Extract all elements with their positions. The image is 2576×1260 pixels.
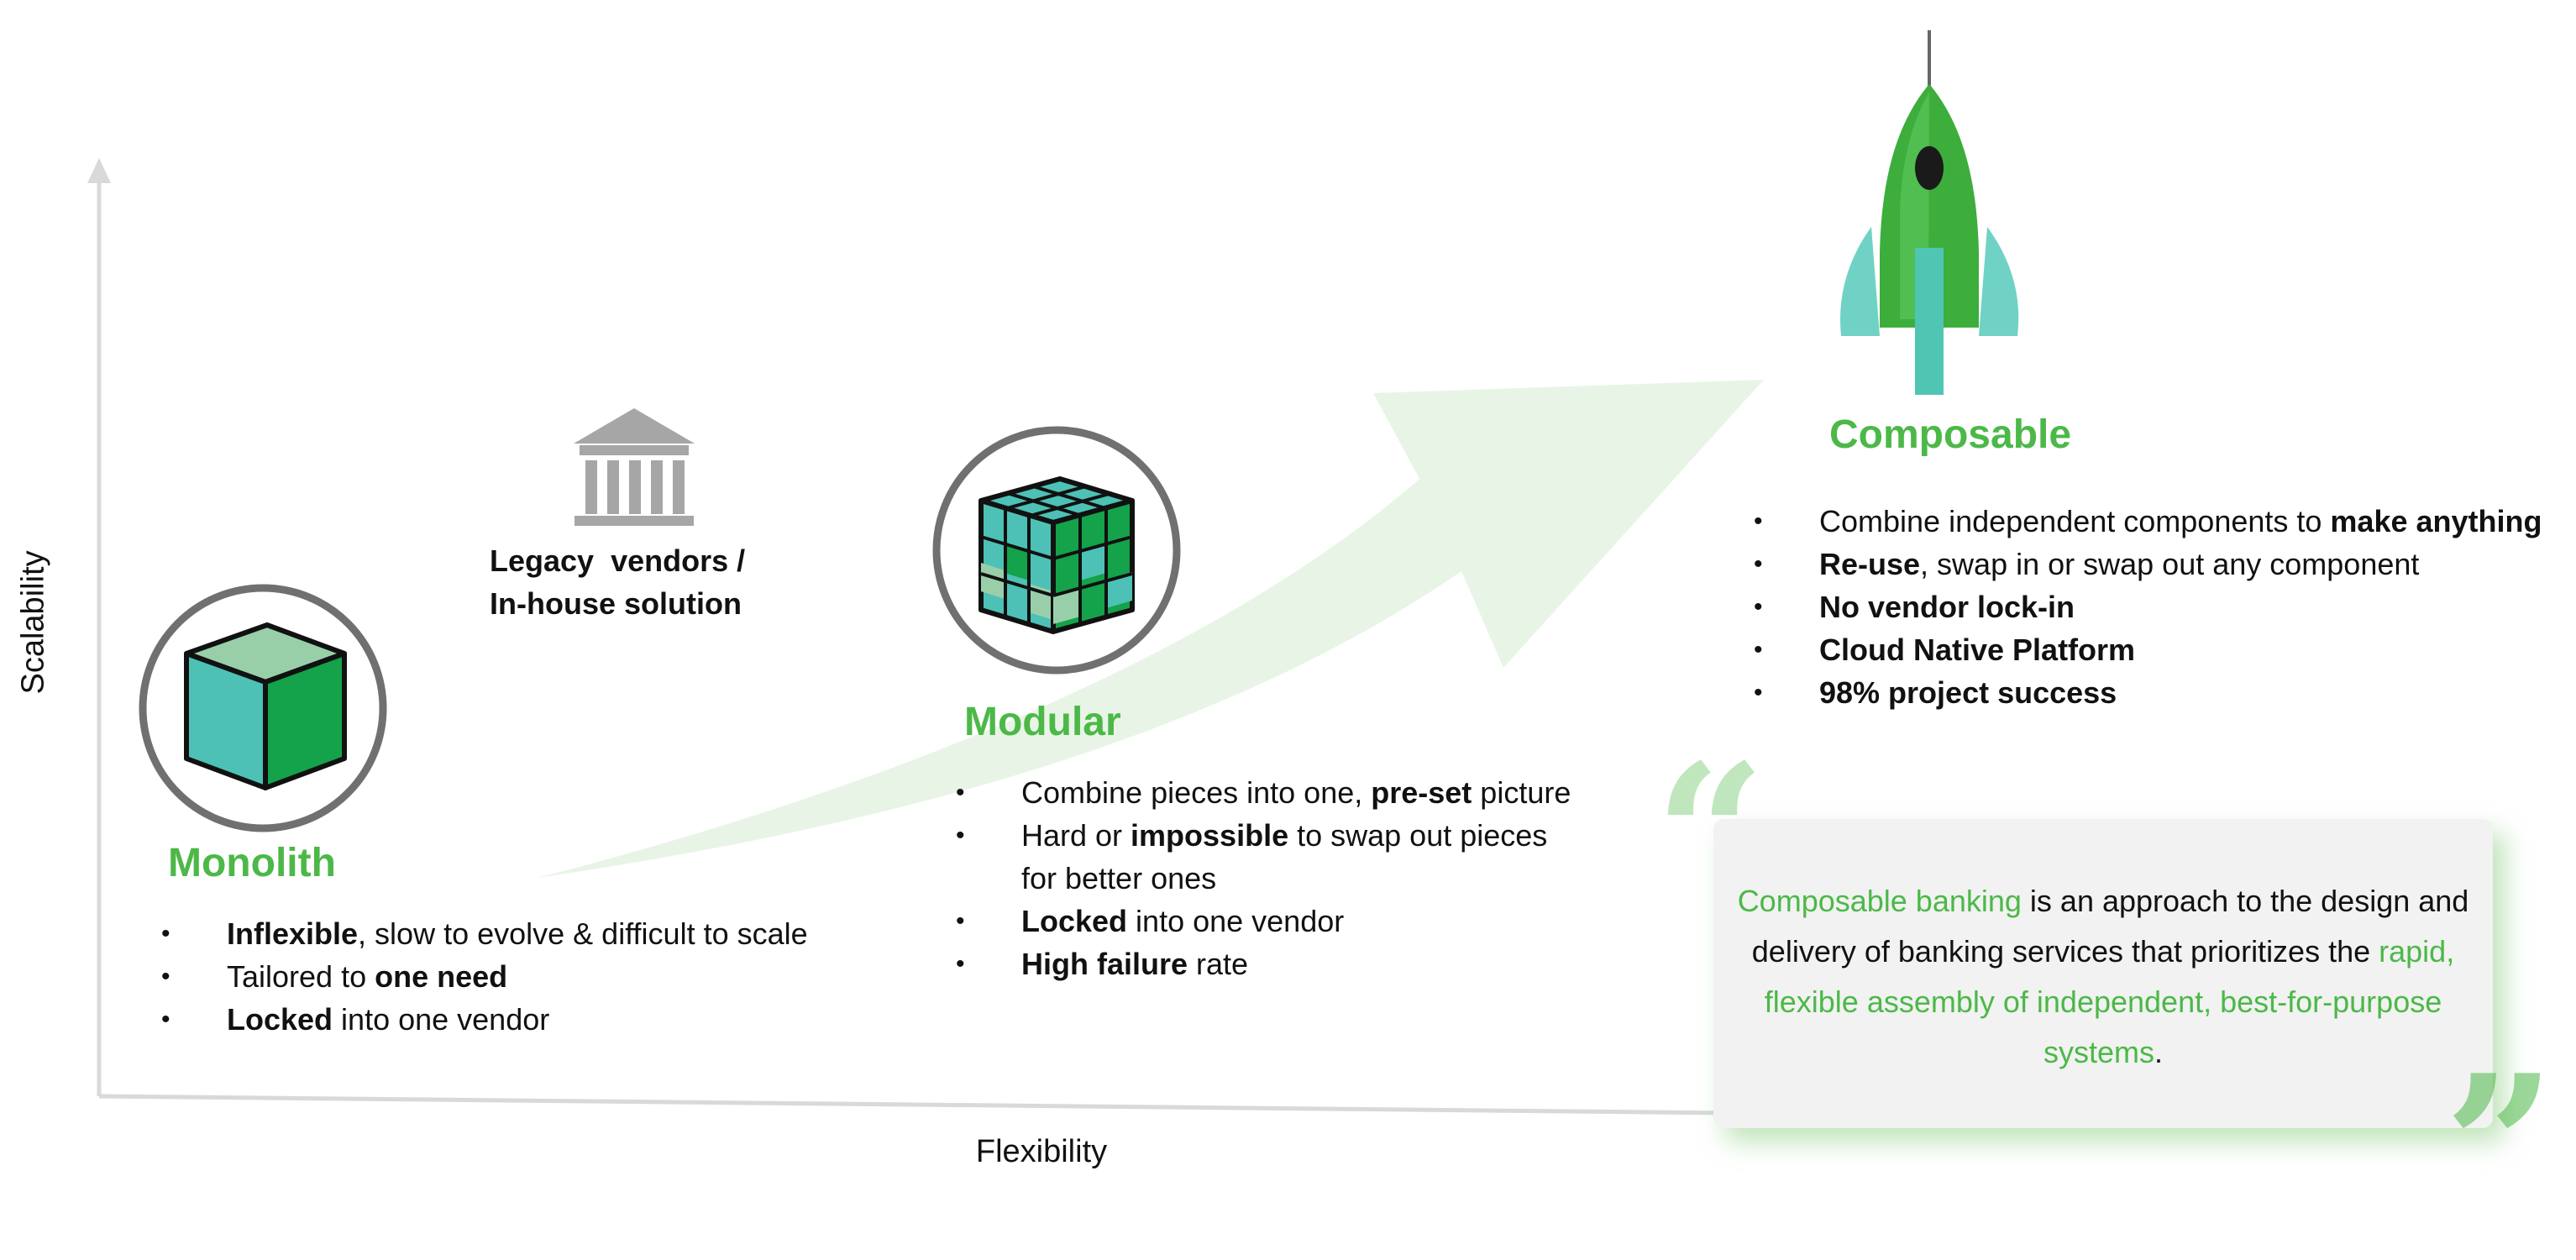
definition-quote-text: Composable banking is an approach to the… [1730,876,2476,1078]
list-item: 98% project success [1754,671,2573,714]
bullet-bold: Locked [227,1002,333,1037]
bullet-bold: impossible [1131,818,1289,853]
bank-building-icon [574,408,695,526]
bullet-bold: 98% project success [1819,675,2117,710]
bullet-bold: pre-set [1371,775,1472,810]
open-quote-icon: “ [1655,722,1766,949]
bullet-text: Combine pieces into one, [1021,775,1372,810]
legacy-label: Legacy vendors / In-house solution [490,539,792,625]
x-axis [98,1094,1731,1116]
quote-highlight: Composable banking [1737,884,2022,918]
bullet-bold: No vendor lock-in [1819,590,2075,624]
bullet-bold: Inflexible [227,916,359,951]
bullet-text: into one vendor [1127,904,1345,938]
bullet-bold: Re-use [1819,547,1921,581]
list-item: Cloud Native Platform [1754,628,2573,671]
composable-title: Composable [1829,412,2072,457]
y-axis-label: Scalability [15,550,51,695]
close-quote-icon: ” [2444,1033,2556,1260]
monolith-title: Monolith [168,841,336,885]
list-item: Inflexible, slow to evolve & difficult t… [161,912,917,955]
legacy-line-1: Legacy vendors / [490,543,746,578]
composable-bullets: Combine independent components to make a… [1754,500,2573,714]
bullet-text: rate [1188,947,1249,981]
quote-text: is an approach to the design and deliver… [1751,884,2469,969]
bullet-text: to swap out pieces for better ones [1021,818,1548,895]
y-axis-arrowhead [87,158,111,183]
list-item: High failure rate [956,942,1628,985]
list-item: Locked into one vendor [161,998,917,1041]
quote-highlight: rapid, flexible assembly of independent,… [1764,934,2455,1069]
bullet-text: Combine independent components to [1819,504,2331,538]
list-item: Combine pieces into one, pre-set picture [956,771,1628,814]
list-item: Combine independent components to make a… [1754,500,2573,543]
bullet-bold: Locked [1021,904,1128,938]
list-item: Locked into one vendor [956,900,1628,942]
bullet-bold: High failure [1021,947,1188,981]
bullet-text: , slow to evolve & difficult to scale [358,916,808,951]
diagram-graphics [87,30,2019,1116]
list-item: Hard or impossible to swap out pieces fo… [956,814,1576,900]
cube-icon [139,584,387,832]
bullet-bold: one need [375,959,508,994]
rubiks-cube-icon [932,426,1181,675]
rocket-icon [1840,30,2019,395]
modular-bullets: Combine pieces into one, pre-set picture… [956,771,1628,985]
x-axis-label: Flexibility [975,1134,1108,1169]
bullet-text: Tailored to [227,959,375,994]
bullet-bold: make anything [2330,504,2542,538]
bullet-bold: Cloud Native Platform [1819,633,2136,667]
modular-title: Modular [964,700,1121,744]
growth-arrow [538,380,1764,878]
definition-quote-box [1713,819,2493,1128]
list-item: No vendor lock-in [1754,585,2573,628]
monolith-bullets: Inflexible, slow to evolve & difficult t… [161,912,917,1041]
legacy-line-2: In-house solution [490,586,742,621]
bullet-text: , swap in or swap out any component [1920,547,2420,581]
bullet-text: picture [1472,775,1571,810]
list-item: Re-use, swap in or swap out any componen… [1754,543,2573,585]
list-item: Tailored to one need [161,955,917,998]
bullet-text: into one vendor [333,1002,550,1037]
quote-text: . [2154,1035,2164,1069]
bullet-text: Hard or [1021,818,1131,853]
